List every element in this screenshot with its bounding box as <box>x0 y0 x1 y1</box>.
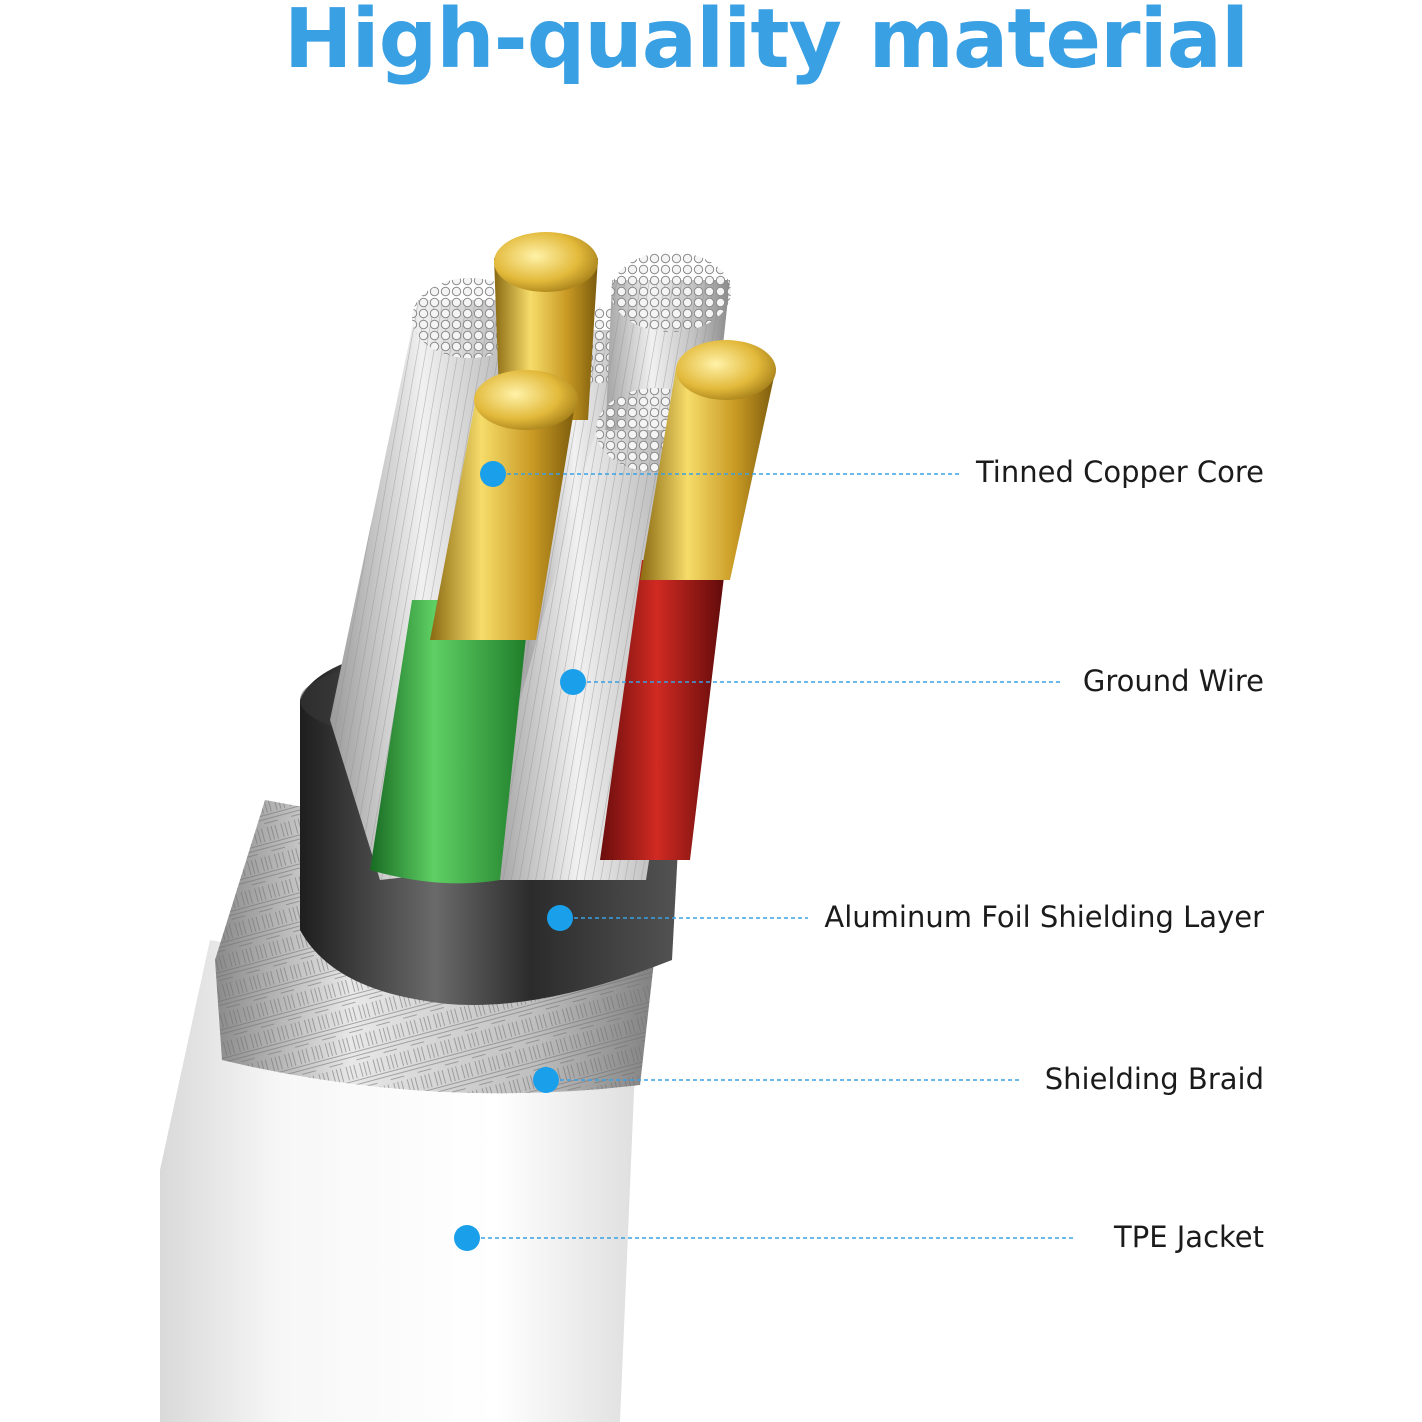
page-title: High-quality material <box>283 0 1249 87</box>
label-tinned-copper-core: Tinned Copper Core <box>975 455 1264 489</box>
label-aluminum-foil-shielding-layer: Aluminum Foil Shielding Layer <box>824 900 1264 934</box>
label-tpe-jacket: TPE Jacket <box>1114 1220 1264 1254</box>
label-ground-wire: Ground Wire <box>1082 664 1264 698</box>
label-shielding-braid: Shielding Braid <box>1044 1062 1264 1096</box>
